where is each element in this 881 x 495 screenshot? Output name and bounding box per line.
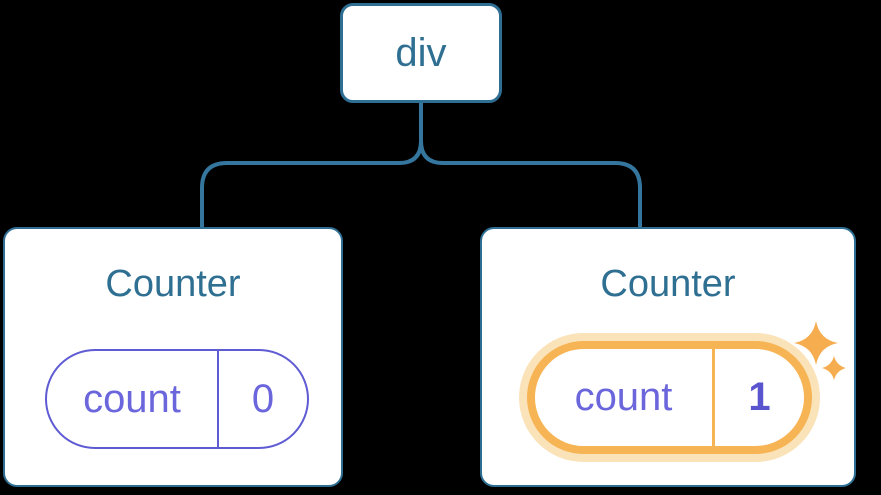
sparkles-icon (794, 321, 846, 380)
state-pill: count 0 (45, 349, 309, 449)
connector-right-branch (419, 102, 642, 227)
tree-node-counter-2: Counter count 1 (480, 227, 856, 487)
pill-divider (217, 351, 219, 447)
state-value: 1 (748, 375, 771, 419)
state-key-label: count (83, 376, 181, 421)
tree-node-counter-1: Counter count 0 (3, 227, 343, 487)
pill-divider (712, 349, 715, 446)
state-value: 0 (251, 376, 275, 421)
counter-title: Counter (600, 263, 736, 305)
counter-title: Counter (105, 263, 241, 305)
sparkle-small-icon (822, 356, 846, 380)
tree-node-div: div (340, 3, 502, 103)
state-pill-highlighted: count 1 (527, 341, 812, 454)
state-key-label: count (574, 375, 673, 419)
connector-left-branch (200, 102, 423, 227)
sparkle-large-icon (794, 321, 838, 365)
node-label: div (395, 31, 447, 75)
